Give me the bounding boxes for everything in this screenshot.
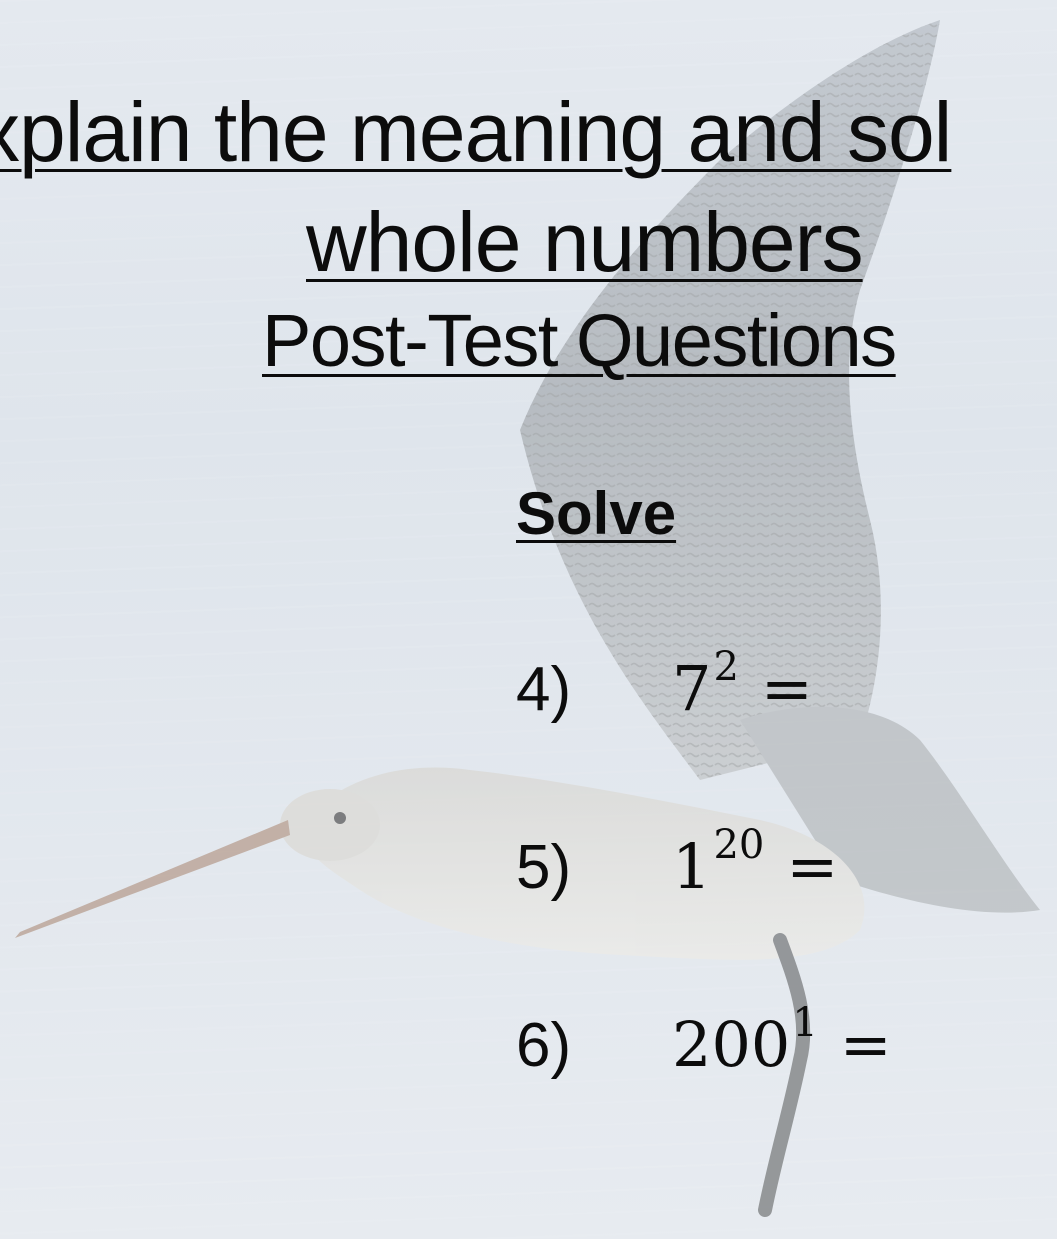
question-base: 200 <box>672 1008 791 1081</box>
question-number: 5) <box>516 833 572 902</box>
question-number: 6) <box>516 1011 572 1080</box>
question-item: 4) 7 2 = <box>516 644 813 742</box>
question-base: 7 <box>672 652 712 725</box>
solve-heading: Solve <box>516 480 677 547</box>
question-exponent: 2 <box>713 644 739 690</box>
equals-sign: = <box>760 652 813 725</box>
equals-sign: = <box>786 830 839 903</box>
question-exponent: 1 <box>792 1000 818 1046</box>
question-item: 5) 1 20 = <box>516 822 839 920</box>
equals-sign: = <box>839 1008 892 1081</box>
slide-subtitle: Post-Test Questions <box>262 299 897 382</box>
question-base: 1 <box>672 830 712 903</box>
slide-title-line-1: xplain the meaning and sol <box>0 85 952 179</box>
question-item: 6) 200 1 = <box>516 1000 892 1098</box>
question-number: 4) <box>516 655 572 724</box>
question-exponent: 20 <box>713 822 765 868</box>
slide-title-line-2: whole numbers <box>306 195 864 289</box>
